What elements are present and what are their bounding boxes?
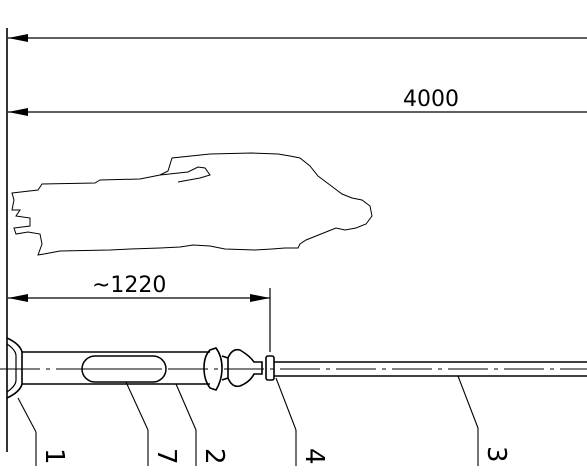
handle-bulb xyxy=(227,348,263,388)
overall-dimension-text: 4000 xyxy=(403,87,459,112)
leader-4 xyxy=(275,377,297,431)
callout-1: 1 xyxy=(39,448,69,465)
handle-dimension-text: ~1220 xyxy=(92,273,166,298)
end-cap-inner xyxy=(6,343,17,393)
end-cap xyxy=(6,337,23,399)
callout-2: 2 xyxy=(199,448,229,465)
ferrule xyxy=(265,355,275,381)
leader-1 xyxy=(17,397,37,433)
leader-7 xyxy=(125,381,149,431)
silhouette-detail xyxy=(159,166,211,183)
handle-taper xyxy=(221,355,229,381)
callout-3: 3 xyxy=(481,446,511,463)
callout-7: 7 xyxy=(151,448,181,465)
leader-2 xyxy=(175,383,197,431)
callout-4: 4 xyxy=(299,448,329,465)
human-silhouette xyxy=(11,152,373,256)
leader-3 xyxy=(457,375,479,429)
collar-ring xyxy=(203,347,223,391)
